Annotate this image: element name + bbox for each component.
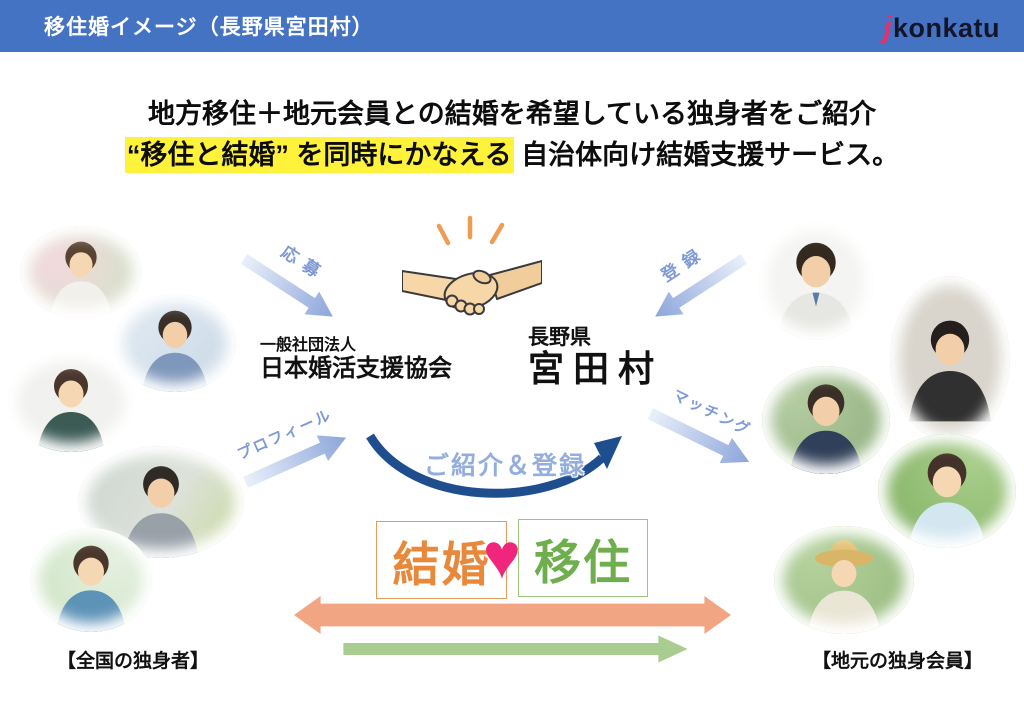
register-arrow-icon: [655, 254, 748, 317]
header-bar: 移住婚イメージ（長野県宮田村） j konkatu: [0, 0, 1024, 52]
prefecture-name: 長野県: [528, 326, 591, 349]
page-title: 移住婚イメージ（長野県宮田村）: [44, 16, 374, 39]
right-arrow-icon: [286, 634, 745, 669]
right-group-label: 【地元の独身会員】: [812, 651, 984, 672]
org-name: 日本婚活支援協会: [260, 355, 452, 383]
migration-box: 移住: [518, 519, 648, 597]
headline-line2: “移住と結婚” を同時にかなえる 自治体向け結婚支援サービス。: [0, 135, 1024, 176]
photo-man-blue-suit: [114, 294, 236, 392]
photo-woman-blue-dress: [30, 528, 152, 632]
headline-highlight: “移住と結婚” を同時にかなえる: [124, 137, 514, 173]
photo-woman-straw-hat: [774, 526, 914, 634]
heart-icon: ♥: [483, 520, 521, 592]
profile-flow: プロフィール: [222, 399, 359, 500]
photo-man-navy-jacket: [762, 366, 890, 474]
photo-woman-floral-top: [8, 352, 134, 452]
logo-text: konkatu: [892, 12, 1000, 43]
matching-flow: マッチング: [637, 375, 774, 479]
municipality-name: 長野県 宮田村: [528, 326, 663, 389]
headline-line2-rest: 自治体向け結婚支援サービス。: [513, 140, 900, 170]
intro-curved-arrow-icon: [360, 430, 632, 518]
apply-flow: 応募: [233, 221, 359, 331]
two-way-arrow-icon: [283, 596, 742, 639]
village-name: 宮田村: [528, 348, 664, 390]
matching-arrow-icon: [647, 408, 750, 464]
profile-arrow-icon: [243, 435, 347, 488]
headline: 地方移住＋地元会員との結婚を希望している独身者をご紹介 “移住と結婚” を同時に…: [0, 94, 1024, 176]
organization-name: 一般社団法人 日本婚活支援協会: [260, 337, 452, 383]
apply-arrow-icon: [240, 254, 333, 317]
intro-label: ご紹介＆登録: [423, 452, 586, 480]
org-prefix: 一般社団法人: [260, 337, 357, 354]
sparkle-rays-icon: [436, 215, 505, 246]
photo-man-black-tshirt: [890, 276, 1010, 442]
marriage-box: 結婚: [376, 521, 507, 599]
register-flow: 登録: [629, 221, 755, 331]
handshake-icon: [401, 215, 543, 343]
photo-woman-lightblue-top: [878, 434, 1016, 548]
photo-woman-flowers: [20, 226, 142, 318]
headline-line1: 地方移住＋地元会員との結婚を希望している独身者をご紹介: [148, 99, 876, 129]
left-group-label: 【全国の独身者】: [57, 651, 210, 672]
konkatu-logo: j konkatu: [883, 11, 1000, 42]
photo-man-white-workwear: [758, 222, 874, 340]
logo-mark-icon: j: [883, 8, 892, 44]
